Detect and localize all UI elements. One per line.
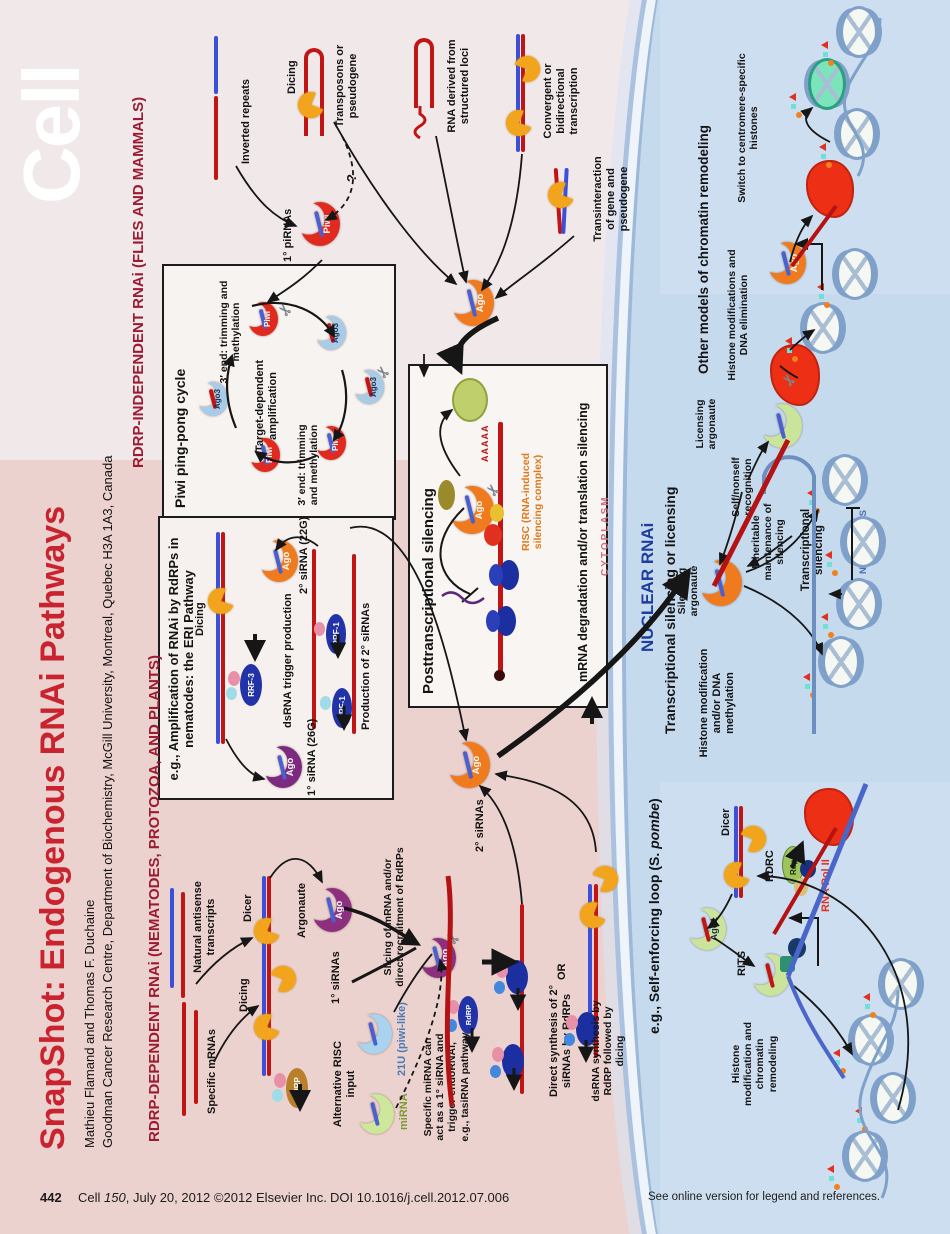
online-note: See online version for legend and refere… [648, 1191, 881, 1203]
citation-volume: 150 [104, 1190, 126, 1205]
page-number: 442 [40, 1190, 62, 1205]
page-footer: 442 Cell 150, July 20, 2012 ©2012 Elsevi… [0, 1180, 950, 1234]
doi: DOI 10.1016/j.cell.2012.07.006 [330, 1190, 510, 1205]
citation-rest: , July 20, 2012 ©2012 Elsevier Inc. [125, 1190, 327, 1205]
citation: Cell 150, July 20, 2012 ©2012 Elsevier I… [78, 1190, 327, 1205]
citation-journal: Cell [78, 1190, 101, 1205]
